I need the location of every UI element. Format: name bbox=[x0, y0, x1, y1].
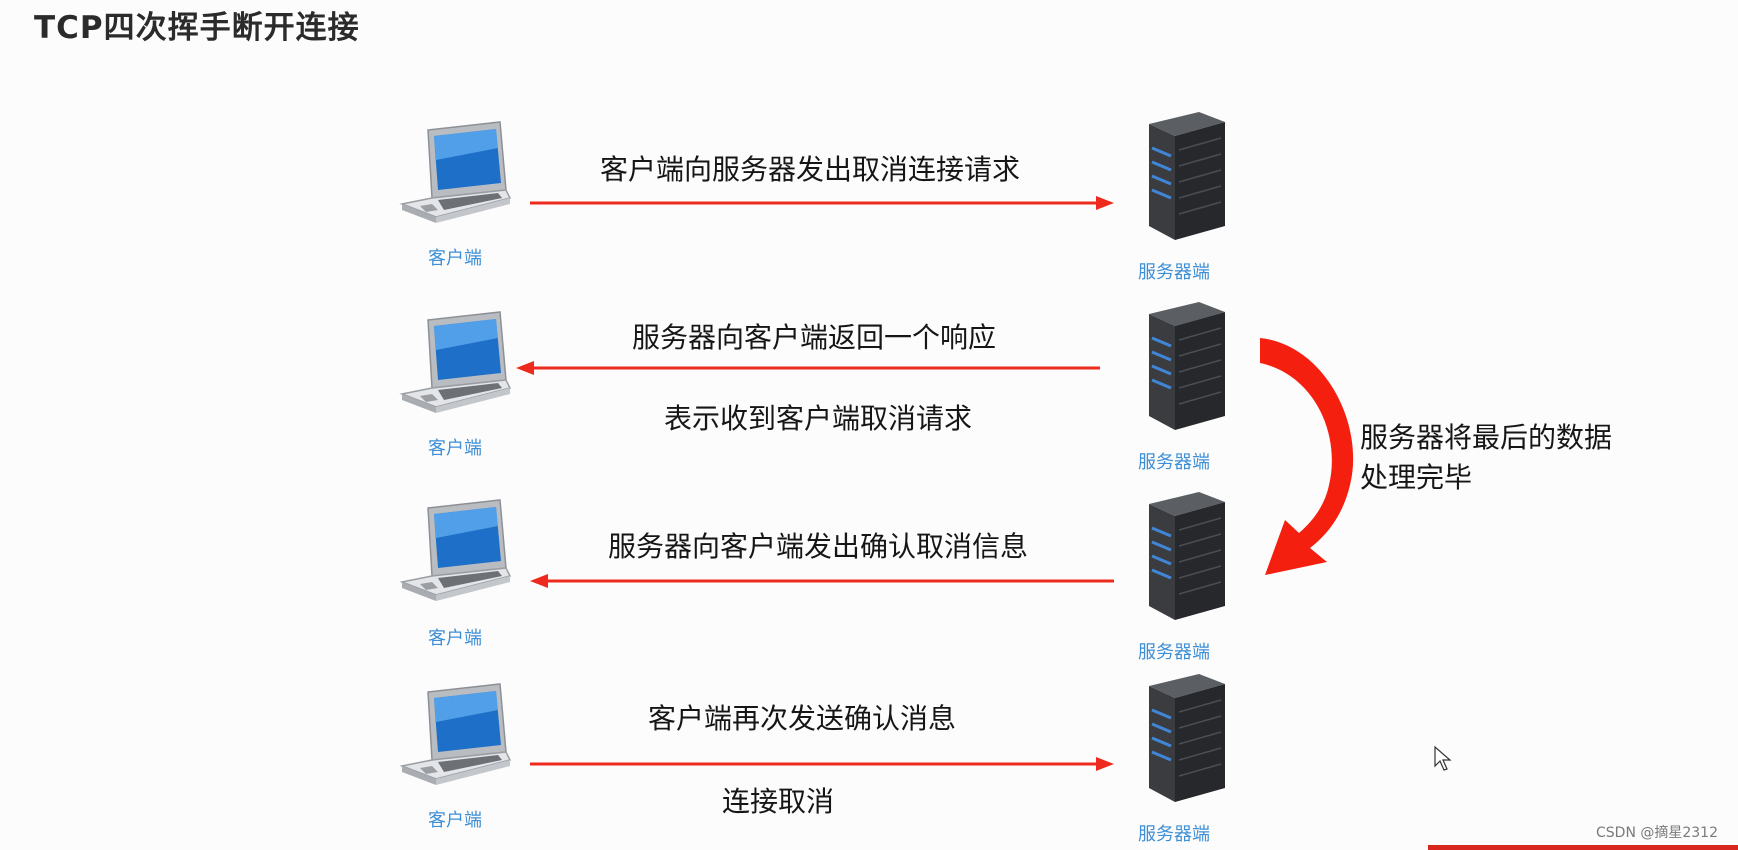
laptop-icon bbox=[398, 120, 513, 225]
server-label: 服务器端 bbox=[1138, 642, 1210, 663]
client-label: 客户端 bbox=[428, 628, 482, 649]
server-label: 服务器端 bbox=[1138, 824, 1210, 845]
server-icon bbox=[1137, 110, 1227, 242]
message-2: 服务器向客户端返回一个响应 bbox=[632, 321, 997, 354]
message-1: 客户端向服务器发出取消连接请求 bbox=[600, 153, 1021, 186]
client-label: 客户端 bbox=[428, 248, 482, 269]
message-3: 服务器向客户端发出确认取消信息 bbox=[608, 530, 1029, 563]
message-4-detail: 连接取消 bbox=[722, 785, 835, 818]
laptop-icon bbox=[398, 682, 513, 787]
note-line-1: 服务器将最后的数据 bbox=[1360, 421, 1613, 454]
watermark: CSDN @摘星2312 bbox=[1596, 825, 1718, 841]
mouse-cursor-icon bbox=[1434, 746, 1452, 771]
message-2-detail: 表示收到客户端取消请求 bbox=[664, 402, 973, 435]
server-icon bbox=[1137, 300, 1227, 432]
message-4: 客户端再次发送确认消息 bbox=[648, 702, 957, 735]
client-label: 客户端 bbox=[428, 810, 482, 831]
arrow-left-2 bbox=[516, 361, 1100, 375]
server-processing-note: 服务器将最后的数据 处理完毕 bbox=[1360, 418, 1612, 498]
laptop-icon bbox=[398, 310, 513, 415]
note-line-2: 处理完毕 bbox=[1360, 461, 1473, 494]
corner-accent-bar bbox=[1428, 845, 1738, 850]
client-label: 客户端 bbox=[428, 438, 482, 459]
arrow-left-3 bbox=[530, 574, 1114, 588]
server-icon bbox=[1137, 490, 1227, 622]
arrow-right-1 bbox=[530, 196, 1114, 210]
server-icon bbox=[1137, 672, 1227, 804]
server-label: 服务器端 bbox=[1138, 452, 1210, 473]
page-title: TCP四次挥手断开连接 bbox=[34, 10, 360, 46]
curved-arrow bbox=[1260, 338, 1354, 575]
laptop-icon bbox=[398, 498, 513, 603]
arrow-right-4 bbox=[530, 757, 1114, 771]
server-label: 服务器端 bbox=[1138, 262, 1210, 283]
